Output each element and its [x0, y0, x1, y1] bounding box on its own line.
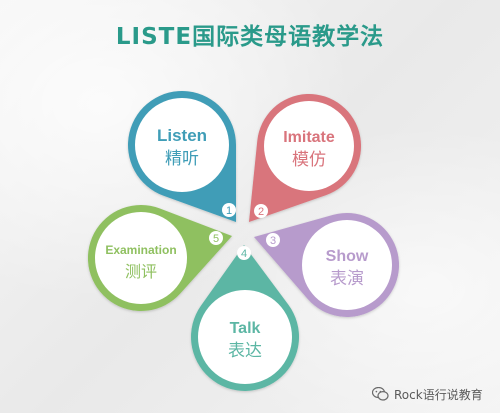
step-number-listen: 1: [226, 205, 232, 217]
petal-imitate: Imitate 模仿 2: [249, 93, 362, 222]
wechat-icon: [372, 387, 389, 401]
watermark-text: Rock语行说教育: [394, 387, 483, 402]
petal-label-cn-examination: 测评: [125, 262, 157, 281]
step-number-imitate: 2: [258, 206, 264, 218]
petal-label-cn-imitate: 模仿: [292, 150, 326, 170]
petal-inner-circle-talk: [198, 290, 292, 384]
step-number-examination: 5: [213, 233, 219, 245]
petal-inner-circle-listen: [135, 98, 229, 192]
petal-examination: Examination 测评 5: [87, 204, 232, 311]
step-number-badge-talk: [237, 246, 251, 260]
step-number-talk: 4: [241, 248, 247, 260]
wechat-watermark: Rock语行说教育: [372, 384, 496, 404]
petal-listen: Listen 精听 1: [128, 91, 236, 222]
petal-label-en-imitate: Imitate: [283, 129, 335, 146]
step-number-badge-examination: [209, 231, 223, 245]
petal-label-cn-show: 表演: [330, 269, 364, 289]
petal-label-en-listen: Listen: [157, 126, 207, 145]
petal-label-en-show: Show: [326, 248, 369, 265]
petal-inner-circle-imitate: [264, 101, 354, 191]
step-number-show: 3: [270, 235, 276, 247]
page-title: LISTE国际类母语教学法: [115, 24, 385, 50]
petal-show: Show 表演 3: [254, 212, 400, 317]
step-number-badge-show: [266, 233, 280, 247]
petal-label-cn-talk: 表达: [228, 341, 262, 361]
step-number-badge-listen: [222, 203, 236, 217]
petal-label-cn-listen: 精听: [165, 149, 199, 169]
petal-label-en-talk: Talk: [230, 320, 261, 337]
petal-inner-circle-show: [302, 220, 392, 310]
petal-inner-circle-examination: [95, 212, 187, 304]
petal-talk: Talk 表达 4: [191, 245, 300, 391]
step-number-badge-imitate: [254, 204, 268, 218]
petal-label-en-examination: Examination: [105, 243, 176, 257]
